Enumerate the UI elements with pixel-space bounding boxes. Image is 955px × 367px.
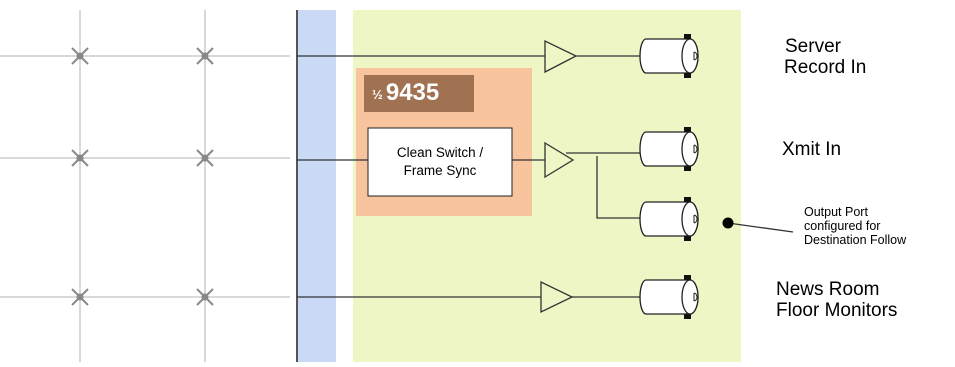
wire-out-follow xyxy=(596,156,640,219)
card-model-number: 9435 xyxy=(385,79,440,106)
output-bus xyxy=(297,10,336,362)
crosspoint-x-icon xyxy=(196,47,214,65)
crosspoint-x-icon xyxy=(196,149,214,167)
destination-newsroom-line1: News Room xyxy=(776,279,880,300)
destination-server-line2: Record In xyxy=(784,57,867,78)
bnc-connector-icon xyxy=(639,275,699,319)
destination-server-line1: Server xyxy=(785,36,841,57)
clean-switch-label: Clean Switch / Frame Sync xyxy=(368,144,512,180)
destination-xmit-line1: Xmit In xyxy=(782,139,842,160)
annotation-line2: configured for xyxy=(804,219,881,233)
bnc-connector-icon xyxy=(639,127,699,171)
clean-switch-line1: Clean Switch / xyxy=(396,145,484,160)
destination-newsroom-line2: Floor Monitors xyxy=(776,300,898,321)
buffer-amplifier-icon xyxy=(540,280,574,314)
crosspoint-x-icon xyxy=(71,149,89,167)
buffer-amplifier-icon xyxy=(544,141,575,179)
crosspoint-x-icon xyxy=(71,288,89,306)
destination-xmit: Xmit In xyxy=(782,139,841,160)
output-port-annotation: Output Port configured for Destination F… xyxy=(804,205,906,247)
destination-newsroom: News Room Floor Monitors xyxy=(776,279,897,321)
crosspoint-marks xyxy=(71,47,214,306)
annotation-line1: Output Port xyxy=(804,205,868,219)
bnc-connector-icon xyxy=(639,34,699,78)
clean-switch-box xyxy=(367,127,513,197)
crosspoint-x-icon xyxy=(196,288,214,306)
callout-dot-icon xyxy=(722,217,734,229)
bnc-connector-icon xyxy=(639,197,699,241)
clean-switch-line2: Frame Sync xyxy=(403,163,477,178)
buffer-amplifier-icon xyxy=(544,39,578,74)
card-badge xyxy=(364,75,474,112)
callout-line xyxy=(727,222,794,233)
annotation-line3: Destination Follow xyxy=(804,233,907,247)
destination-server: Server Record In xyxy=(784,36,867,78)
signal-wires xyxy=(297,55,794,298)
card-fraction: ½ xyxy=(372,87,383,102)
crosspoint-x-icon xyxy=(71,47,89,65)
crosspoint-matrix xyxy=(0,10,290,362)
